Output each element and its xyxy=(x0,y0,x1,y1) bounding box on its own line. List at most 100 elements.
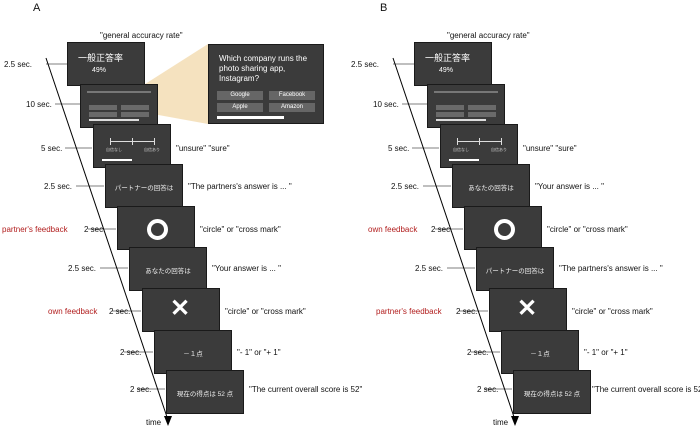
duration-label: 5 sec. xyxy=(388,144,410,153)
caption: "Your answer is ... " xyxy=(212,264,281,273)
duration-label: 2 sec. xyxy=(109,307,131,316)
feedback-label-first: own feedback xyxy=(368,225,418,234)
second-feedback-screen: ✕ xyxy=(489,288,567,332)
slider-tick xyxy=(457,138,458,145)
caption: "- 1" or "+ 1" xyxy=(584,348,628,357)
panel-letter: A xyxy=(33,2,41,14)
time-bar xyxy=(102,159,132,161)
feedback-label-second: partner's feedback xyxy=(376,307,442,316)
confidence-screen: 自信なし 自信あり xyxy=(93,124,171,168)
option-amazon: Amazon xyxy=(269,103,315,112)
duration-label: 2 sec. xyxy=(84,225,106,234)
feedback-label-first: partner's feedback xyxy=(2,225,68,234)
accuracy-value: 49% xyxy=(92,67,107,74)
caption: "circle" or "cross mark" xyxy=(572,307,653,316)
caption: "unsure" "sure" xyxy=(176,144,230,153)
time-remaining-bar xyxy=(217,116,284,119)
second-answer-screen: あなたの回答は xyxy=(129,247,207,291)
duration-label: 2.5 sec. xyxy=(68,264,97,273)
duration-label: 5 sec. xyxy=(41,144,63,153)
duration-label: 2 sec. xyxy=(477,385,499,394)
option-button xyxy=(89,112,117,117)
time-axis-label: time xyxy=(146,418,162,427)
caption: "The partners's answer is ... " xyxy=(188,182,292,191)
score-change-text: －１点 xyxy=(183,351,203,358)
duration-label: 10 sec. xyxy=(373,100,399,109)
accuracy-screen: 一般正答率 49% xyxy=(414,42,492,86)
circle-icon xyxy=(147,219,168,240)
duration-label: 2.5 sec. xyxy=(4,60,33,69)
panel-letter: B xyxy=(380,2,388,14)
duration-label: 2 sec. xyxy=(431,225,453,234)
caption: "The partners's answer is ... " xyxy=(559,264,663,273)
question-text xyxy=(87,91,151,93)
duration-label: 2.5 sec. xyxy=(351,60,380,69)
caption: "Your answer is ... " xyxy=(535,182,604,191)
option-button xyxy=(436,112,464,117)
caption: "general accuracy rate" xyxy=(100,31,183,40)
time-axis-label: time xyxy=(493,418,509,427)
timeline-b xyxy=(392,57,519,426)
slider-tick xyxy=(110,138,111,145)
first-answer-screen: パートナーの回答は xyxy=(105,164,183,208)
caption: "The current overall score is 52" xyxy=(592,385,700,394)
slider-tick xyxy=(154,138,155,145)
time-bar xyxy=(89,119,139,121)
score-change-screen: －１点 xyxy=(154,330,232,374)
option-button xyxy=(89,105,117,110)
duration-label: 2 sec. xyxy=(456,307,478,316)
caption: "unsure" "sure" xyxy=(523,144,577,153)
duration-label: 2 sec. xyxy=(120,348,142,357)
duration-label: 2.5 sec. xyxy=(44,182,73,191)
duration-label: 10 sec. xyxy=(26,100,52,109)
duration-label: 2 sec. xyxy=(467,348,489,357)
slider-left-label: 自信なし xyxy=(106,147,122,152)
option-button xyxy=(468,105,496,110)
caption: "general accuracy rate" xyxy=(447,31,530,40)
duration-label: 2.5 sec. xyxy=(415,264,444,273)
total-score-text: 現在の得点は 52 点 xyxy=(176,391,234,398)
zoom-callout-wedge xyxy=(142,44,208,124)
slider-tick xyxy=(501,138,502,145)
accuracy-title: 一般正答率 xyxy=(78,53,124,63)
option-google: Google xyxy=(217,91,263,100)
circle-icon xyxy=(494,219,515,240)
option-apple: Apple xyxy=(217,103,263,112)
first-answer-screen: あなたの回答は xyxy=(452,164,530,208)
zoomed-question-text: Which company runs the photo sharing app… xyxy=(219,54,308,83)
accuracy-title: 一般正答率 xyxy=(425,53,471,63)
option-button xyxy=(121,105,149,110)
slider-right-label: 自信あり xyxy=(491,147,507,152)
total-score-screen: 現在の得点は 52 点 xyxy=(166,370,244,414)
time-bar xyxy=(436,119,486,121)
option-button xyxy=(121,112,149,117)
caption: "circle" or "cross mark" xyxy=(225,307,306,316)
slider-tick xyxy=(132,138,133,145)
score-change-screen: －１点 xyxy=(501,330,579,374)
second-answer-text: あなたの回答は xyxy=(145,268,191,275)
slider-tick xyxy=(479,138,480,145)
score-change-text: －１点 xyxy=(530,351,550,358)
caption: "circle" or "cross mark" xyxy=(547,225,628,234)
cross-icon: ✕ xyxy=(170,295,191,322)
confidence-screen: 自信なし 自信あり xyxy=(440,124,518,168)
caption: "The current overall score is 52" xyxy=(249,385,363,394)
feedback-label-second: own feedback xyxy=(48,307,98,316)
question-screen xyxy=(80,84,158,128)
total-score-text: 現在の得点は 52 点 xyxy=(523,391,581,398)
first-answer-text: あなたの回答は xyxy=(468,185,514,192)
question-screen xyxy=(427,84,505,128)
second-answer-screen: パートナーの回答は xyxy=(476,247,554,291)
cross-icon: ✕ xyxy=(517,295,538,322)
duration-label: 2.5 sec. xyxy=(391,182,420,191)
accuracy-value: 49% xyxy=(439,67,454,74)
duration-label: 2 sec. xyxy=(130,385,152,394)
timeline-a xyxy=(45,57,172,426)
first-feedback-screen xyxy=(464,206,542,250)
slider-right-label: 自信あり xyxy=(144,147,160,152)
caption: "- 1" or "+ 1" xyxy=(237,348,281,357)
caption: "circle" or "cross mark" xyxy=(200,225,281,234)
time-bar xyxy=(449,159,479,161)
first-answer-text: パートナーの回答は xyxy=(114,185,174,192)
